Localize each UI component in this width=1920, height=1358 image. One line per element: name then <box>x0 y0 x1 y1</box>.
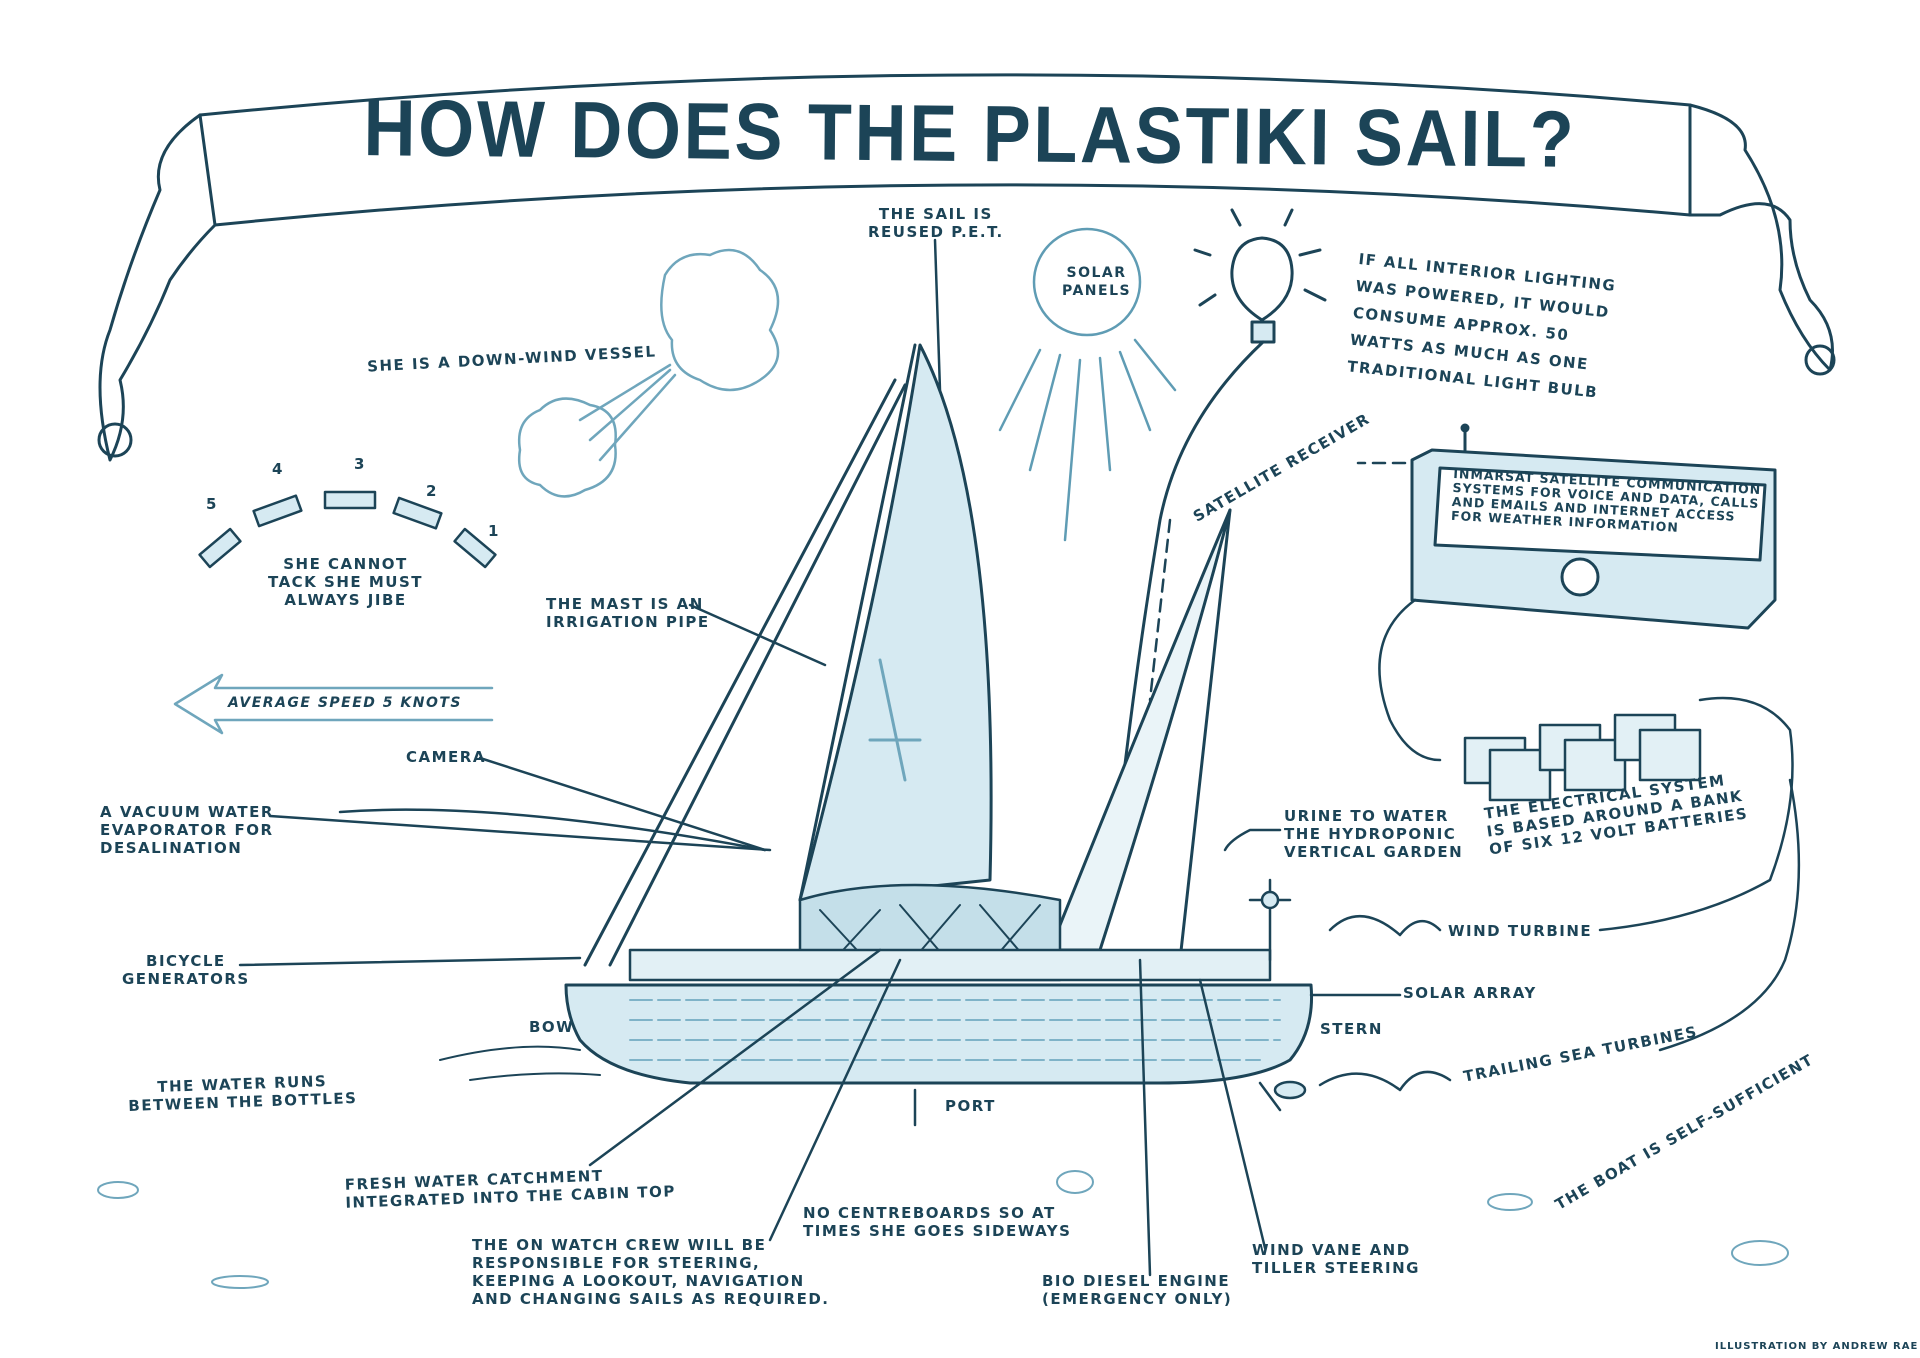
label-line: TIMES SHE GOES SIDEWAYS <box>803 1222 1072 1240</box>
label-line: WIND VANE AND <box>1252 1241 1411 1259</box>
label-line: (EMERGENCY ONLY) <box>1042 1290 1233 1308</box>
label-line: RESPONSIBLE FOR STEERING, <box>472 1254 761 1272</box>
label-line: BIO DIESEL ENGINE <box>1042 1272 1231 1290</box>
label-line: PANELS <box>1062 283 1132 299</box>
label-line: REUSED P.E.T. <box>868 223 1004 241</box>
label-line: GENERATORS <box>122 970 250 988</box>
label-line: SOLAR <box>1066 265 1127 281</box>
label-line: TILLER STEERING <box>1252 1259 1420 1277</box>
label-solar-panels: SOLAR PANELS <box>1062 264 1131 300</box>
label-line: IRRIGATION PIPE <box>546 613 710 631</box>
sun-icon <box>998 227 1177 542</box>
label-line: THE MAST IS AN <box>546 595 704 613</box>
fish-icons <box>97 1170 1789 1289</box>
sea-turbine-icon <box>1258 1070 1452 1112</box>
label-bio-diesel: BIO DIESEL ENGINE(EMERGENCY ONLY) <box>1042 1272 1232 1308</box>
label-line: THE SAIL IS <box>878 205 993 223</box>
label-line: THE ON WATCH CREW WILL BE <box>472 1236 767 1254</box>
label-line: A VACUUM WATER <box>100 803 274 821</box>
label-line: EVAPORATOR FOR <box>100 821 274 839</box>
title-banner <box>97 73 1836 462</box>
sails <box>583 343 1232 967</box>
boat-hull <box>439 983 1314 1085</box>
pointer-lines <box>238 238 1407 1277</box>
label-line: BICYCLE <box>146 952 226 970</box>
page-title: HOW DOES THE PLASTIKI SAIL? <box>363 83 1577 184</box>
label-line: KEEPING A LOOKOUT, NAVIGATION <box>472 1272 805 1290</box>
label-line: SHE CANNOT <box>283 555 408 573</box>
label-solar-array: SOLAR ARRAY <box>1403 984 1537 1002</box>
label-wind-turbine: WIND TURBINE <box>1448 922 1593 940</box>
illustration-credit: ILLUSTRATION BY ANDREW RAE <box>1715 1341 1919 1352</box>
tack-step-1: 1 <box>488 522 500 540</box>
label-line: ALWAYS JIBE <box>284 591 407 609</box>
coiled-cables <box>1378 598 1801 1052</box>
label-line: THE HYDROPONIC <box>1284 825 1457 843</box>
speed-arrow <box>173 673 494 735</box>
tack-step-4: 4 <box>272 460 284 478</box>
tack-step-2: 2 <box>426 482 438 500</box>
label-camera: CAMERA <box>406 748 486 766</box>
label-speed: AVERAGE SPEED 5 KNOTS <box>228 695 463 711</box>
inmarsat-device <box>1410 423 1777 630</box>
battery-bank-icon <box>1463 713 1702 802</box>
tack-diagram <box>198 490 497 569</box>
label-line: VERTICAL GARDEN <box>1284 843 1464 861</box>
tack-step-5: 5 <box>206 495 218 513</box>
label-line: NO CENTREBOARDS SO AT <box>803 1204 1056 1222</box>
label-line: TACK SHE MUST <box>268 573 423 591</box>
tack-step-3: 3 <box>354 455 366 473</box>
label-stern: STERN <box>1320 1020 1383 1038</box>
label-line: DESALINATION <box>100 839 243 857</box>
wind-face-icon <box>517 248 780 498</box>
label-line: AND CHANGING SAILS AS REQUIRED. <box>472 1290 830 1308</box>
label-bow: BOW <box>529 1018 575 1036</box>
wind-turbine-icon <box>1248 878 1442 962</box>
cabin-top <box>628 883 1272 982</box>
label-line: URINE TO WATER <box>1284 807 1449 825</box>
label-port: PORT <box>945 1097 996 1115</box>
